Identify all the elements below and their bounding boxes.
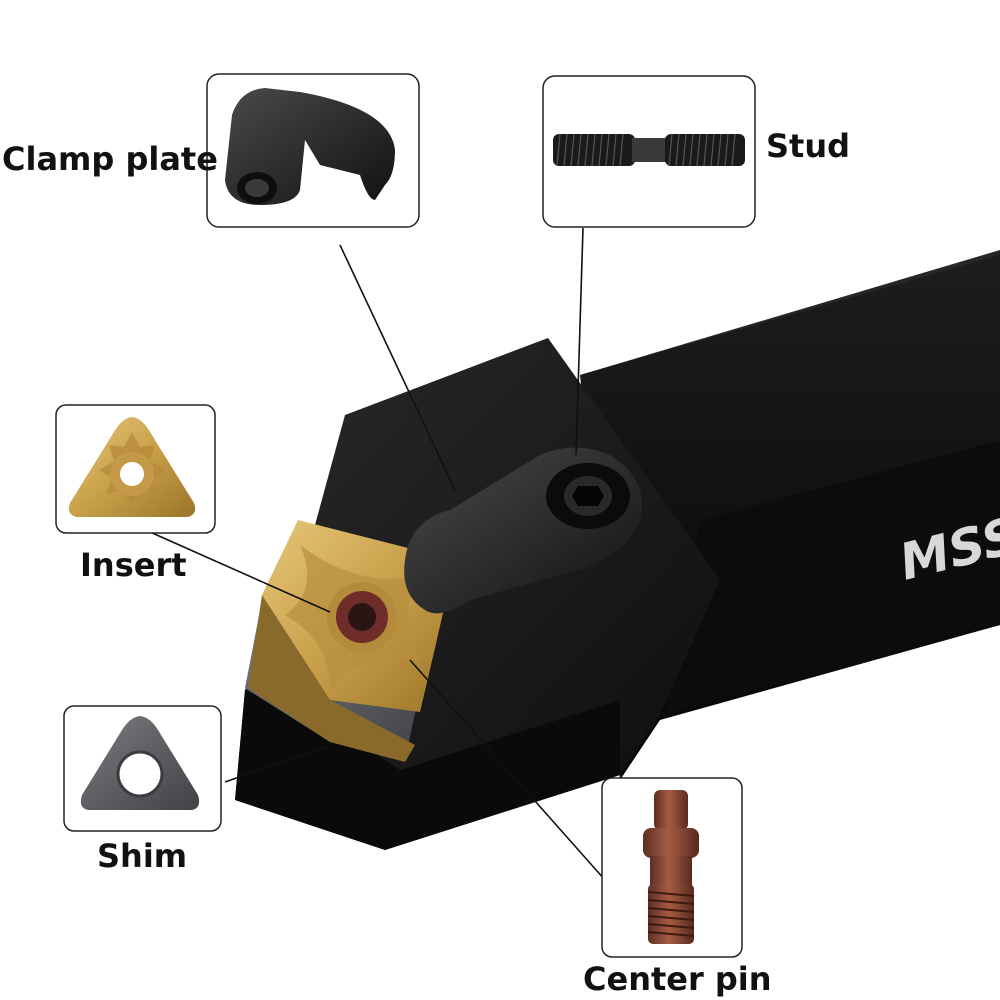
leader-shim <box>224 744 331 783</box>
label-insert: Insert <box>80 546 187 584</box>
callout-center-pin <box>601 777 743 958</box>
callout-clamp-plate <box>206 73 420 228</box>
shim-icon <box>80 716 200 810</box>
label-center-pin: Center pin <box>583 960 772 998</box>
leader-insert <box>149 531 331 613</box>
callout-insert <box>55 404 216 534</box>
label-stud: Stud <box>766 127 851 165</box>
center-pin-icon <box>643 790 699 944</box>
shank-lower-face <box>665 440 1000 715</box>
leader-lines <box>149 227 606 881</box>
leader-clamp <box>339 244 456 491</box>
callout-stud <box>542 75 756 228</box>
leader-center-pin <box>409 659 606 881</box>
leader-stud <box>575 227 584 456</box>
callout-shim <box>63 705 222 832</box>
mounted-clamp <box>404 447 642 614</box>
insert-icon <box>68 417 196 517</box>
label-clamp-plate: Clamp plate <box>2 140 218 178</box>
clamp-plate-icon <box>225 88 395 205</box>
label-shim: Shim <box>97 837 188 875</box>
stud-icon <box>553 133 745 167</box>
